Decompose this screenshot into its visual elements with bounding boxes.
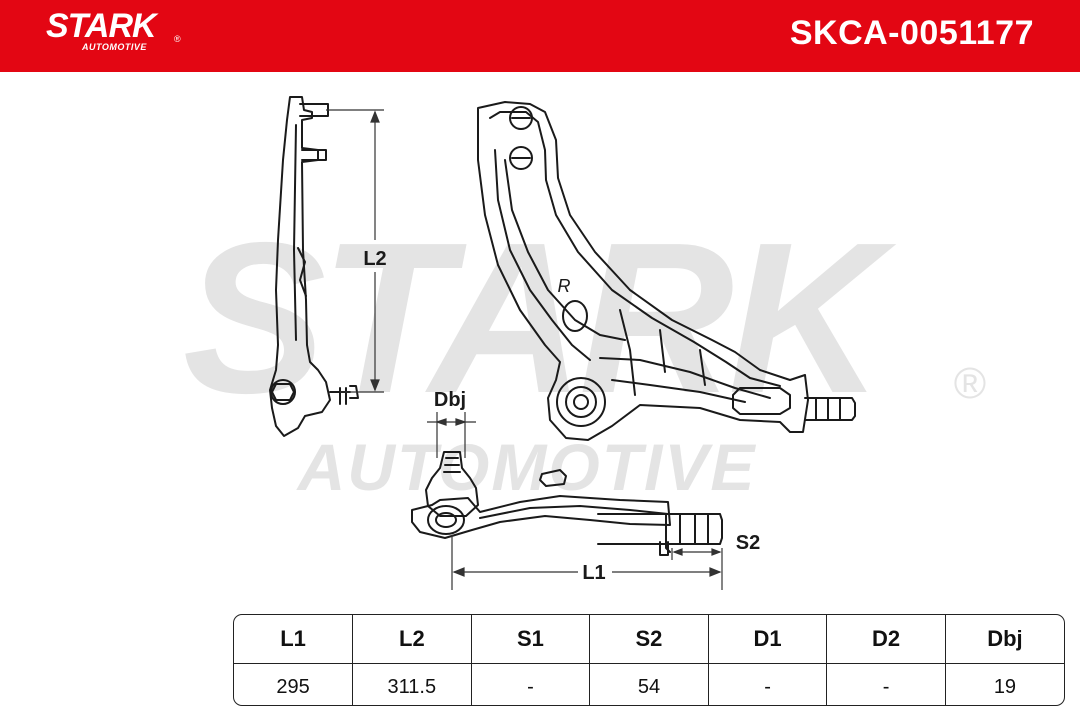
spec-header-cell: Dbj xyxy=(945,615,1064,664)
spec-header-cell: L2 xyxy=(352,615,472,664)
dimension-label-l2: L2 xyxy=(363,248,386,270)
dimension-label-s2: S2 xyxy=(736,532,760,554)
spec-header-cell: D2 xyxy=(826,615,946,664)
brand-logo-text: STARK xyxy=(46,7,157,45)
spec-header-cell: L1 xyxy=(234,615,354,664)
spec-table-value-row: 295 311.5 - 54 - - 19 xyxy=(234,663,1064,705)
part-number: SKCA-0051177 xyxy=(789,14,1034,52)
spec-table: L1 L2 S1 S2 D1 D2 Dbj 295 311.5 - 54 - -… xyxy=(233,614,1065,706)
brand-logo: STARK ® AUTOMOTIVE xyxy=(46,7,181,52)
spec-value-cell: 19 xyxy=(993,675,1017,698)
registered-mark: ® xyxy=(174,34,181,44)
dimension-lines xyxy=(326,109,723,590)
dimension-label-l1: L1 xyxy=(582,562,605,584)
header-bar: STARK ® AUTOMOTIVE SKCA-0051177 xyxy=(0,0,1080,72)
dimension-label-dbj: Dbj xyxy=(434,389,466,411)
spec-value-cell: - xyxy=(708,663,828,705)
spec-value-cell: - xyxy=(826,663,946,705)
spec-header-cell: S1 xyxy=(471,615,591,664)
spec-table-header-row: L1 L2 S1 S2 D1 D2 Dbj xyxy=(234,615,1064,664)
spec-header-cell: D1 xyxy=(708,615,828,664)
spec-value-cell: - xyxy=(471,663,591,705)
spec-value-cell: 54 xyxy=(589,663,709,705)
spec-value-cell: 311.5 xyxy=(352,663,472,705)
spec-header-cell: S2 xyxy=(589,615,709,664)
side-view xyxy=(269,96,359,437)
spec-value-cell: 295 xyxy=(234,663,354,705)
brand-logo-subtext: AUTOMOTIVE xyxy=(82,42,147,52)
side-marking-label: R xyxy=(558,276,571,296)
watermark-sub: AUTOMOTIVE xyxy=(296,430,757,504)
top-view xyxy=(477,101,856,441)
control-arm-drawing: L2 Dbj L1 S2 R xyxy=(269,96,856,590)
front-view xyxy=(411,451,723,556)
watermark-registered: ® xyxy=(954,359,986,408)
